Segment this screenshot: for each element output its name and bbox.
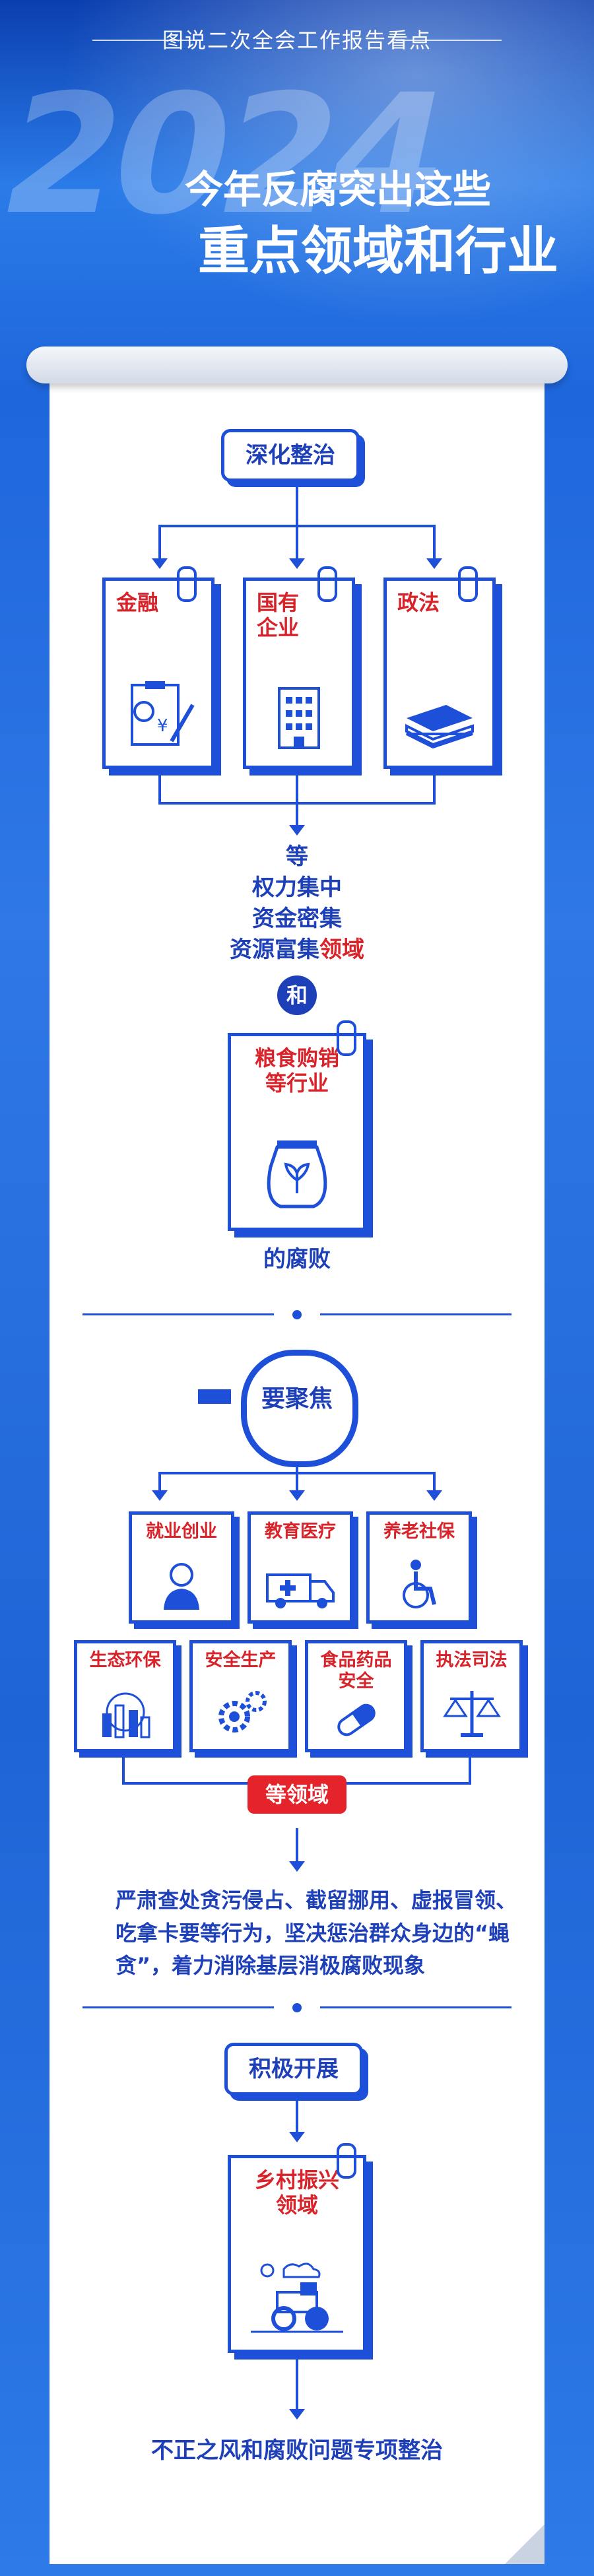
divider-line bbox=[320, 2006, 512, 2008]
connector bbox=[433, 1472, 436, 1492]
arrow-down bbox=[289, 558, 305, 569]
arrow-down bbox=[289, 1490, 305, 1501]
focus-card-label: 教育医疗 bbox=[265, 1521, 336, 1542]
connector bbox=[296, 2360, 298, 2412]
text-line: 资源富集 bbox=[230, 937, 319, 963]
finance-document-icon: ¥ bbox=[106, 678, 211, 754]
focus-card-label: 养老社保 bbox=[383, 1521, 455, 1542]
text-line: 资金密集 bbox=[252, 906, 342, 932]
scroll-roll bbox=[26, 347, 568, 383]
grain-closing-text: 的腐败 bbox=[263, 1246, 331, 1272]
connector bbox=[296, 525, 298, 561]
tractor-icon bbox=[231, 2256, 363, 2338]
focus-card-employment: 就业创业 bbox=[129, 1511, 234, 1624]
sector-label: 金融 bbox=[116, 590, 159, 615]
grain-label: 粮食购销 等行业 bbox=[254, 1045, 339, 1096]
focus-card-label: 执法司法 bbox=[436, 1650, 508, 1670]
arrow-down bbox=[426, 558, 442, 569]
connector bbox=[158, 1472, 436, 1474]
grain-sack-icon bbox=[231, 1127, 363, 1216]
svg-text:¥: ¥ bbox=[157, 716, 168, 736]
paper-clip-icon bbox=[177, 566, 197, 602]
connector bbox=[158, 802, 436, 805]
connector bbox=[158, 525, 161, 561]
focus-card-ecology: 生态环保 bbox=[74, 1640, 176, 1752]
paper-clip-icon bbox=[337, 2143, 356, 2179]
focus-card-work-safety: 安全生产 bbox=[189, 1640, 292, 1752]
grain-card: 粮食购销 等行业 bbox=[228, 1033, 366, 1231]
focus-paragraph: 严肃查处贪污侵占、截留挪用、虚报冒领、吃拿卡要等行为，坚决惩治群众身边的“蝇贪”… bbox=[116, 1888, 517, 1979]
sector-label: 国有 企业 bbox=[257, 590, 300, 641]
focus-card-label: 生态环保 bbox=[89, 1650, 161, 1670]
and-badge: 和 bbox=[277, 975, 317, 1015]
connector bbox=[433, 525, 436, 561]
arrow-down bbox=[289, 2132, 305, 2142]
connector bbox=[433, 772, 436, 802]
paper-clip-icon bbox=[317, 566, 337, 602]
arrow-down bbox=[152, 1490, 168, 1501]
connector bbox=[296, 772, 298, 828]
sector-card-finance: 金融 ¥ bbox=[102, 578, 214, 769]
section-heading-deepen: 深化整治 bbox=[221, 429, 360, 482]
kicker-text: 图说二次全会工作报告看点 bbox=[162, 28, 432, 53]
focus-card-label: 就业创业 bbox=[146, 1521, 217, 1542]
divider-line bbox=[320, 1313, 512, 1315]
divider-line bbox=[82, 1313, 274, 1315]
connector bbox=[296, 1828, 298, 1865]
scales-icon bbox=[424, 1687, 519, 1742]
kicker-rule-left bbox=[92, 40, 198, 41]
focus-card-elderly-social: 养老社保 bbox=[366, 1511, 472, 1624]
paper-clip-icon bbox=[458, 566, 478, 602]
arrow-down bbox=[289, 1861, 305, 1872]
divider-dot bbox=[292, 2003, 302, 2012]
text-line: 等 bbox=[286, 843, 308, 870]
arrow-down bbox=[289, 825, 305, 836]
paper-clip-icon bbox=[337, 1020, 356, 1056]
ambulance-icon bbox=[251, 1565, 350, 1614]
connector bbox=[158, 772, 161, 802]
focus-card-education-health: 教育医疗 bbox=[248, 1511, 353, 1624]
closing-text: 不正之风和腐败问题专项整治 bbox=[151, 2437, 443, 2464]
focus-card-label: 安全生产 bbox=[205, 1650, 277, 1670]
section-heading-focus: 要聚焦 bbox=[261, 1385, 333, 1412]
text-line: 权力集中 bbox=[252, 875, 342, 901]
arrow-down bbox=[152, 558, 168, 569]
red-suffix: 领域 bbox=[319, 937, 364, 963]
connector bbox=[296, 2099, 298, 2135]
connector bbox=[158, 1472, 161, 1492]
gears-icon bbox=[193, 1687, 288, 1742]
kicker-rule-right bbox=[396, 40, 502, 41]
wheelchair-icon bbox=[370, 1558, 469, 1614]
sector-card-legal: 政法 bbox=[383, 578, 496, 769]
focus-card-law-enforcement: 执法司法 bbox=[420, 1640, 523, 1752]
magnifier-handle bbox=[198, 1389, 231, 1404]
rural-revitalization-card: 乡村振兴 领域 bbox=[228, 2155, 366, 2353]
document-stack-icon bbox=[387, 678, 492, 754]
connector bbox=[296, 1462, 298, 1495]
domain-tag: 等领域 bbox=[248, 1775, 346, 1814]
section-heading-carry-out: 积极开展 bbox=[224, 2043, 363, 2096]
connector bbox=[122, 1756, 125, 1782]
text-line-with-red: 资源富集领域 bbox=[50, 935, 544, 966]
divider-line bbox=[82, 2006, 274, 2008]
sector-label: 政法 bbox=[397, 590, 440, 615]
eco-city-icon bbox=[77, 1687, 173, 1742]
focus-card-food-drug: 食品药品 安全 bbox=[305, 1640, 407, 1752]
worker-icon bbox=[132, 1558, 231, 1614]
rural-label: 乡村振兴 领域 bbox=[254, 2167, 339, 2218]
office-building-icon bbox=[246, 678, 352, 754]
title-line-1: 今年反腐突出这些 bbox=[185, 167, 492, 212]
connector bbox=[469, 1756, 471, 1782]
focus-card-label: 食品药品 安全 bbox=[320, 1650, 392, 1692]
connector bbox=[296, 485, 298, 525]
title-line-2: 重点领域和行业 bbox=[198, 222, 559, 281]
magnifier-icon bbox=[241, 1350, 358, 1467]
pill-icon bbox=[308, 1700, 404, 1742]
sector-card-soe: 国有 企业 bbox=[243, 578, 355, 769]
divider-dot bbox=[292, 1310, 302, 1319]
arrow-down bbox=[426, 1490, 442, 1501]
arrow-down bbox=[289, 2409, 305, 2420]
